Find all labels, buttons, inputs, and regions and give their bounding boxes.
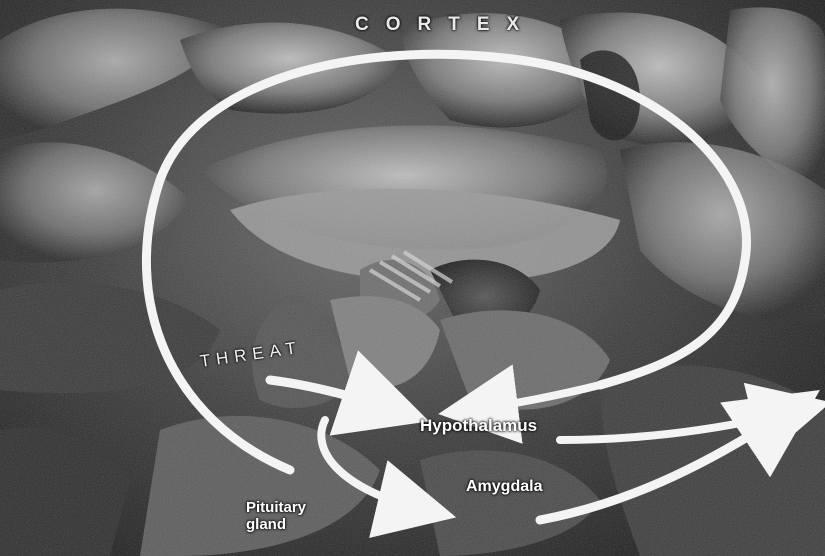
pituitary-gland-label: Pituitary gland xyxy=(246,499,306,533)
hypothalamus-label: Hypothalamus xyxy=(420,416,537,436)
cortex-label: CORTEX xyxy=(355,14,536,36)
amygdala-label: Amygdala xyxy=(466,478,542,496)
